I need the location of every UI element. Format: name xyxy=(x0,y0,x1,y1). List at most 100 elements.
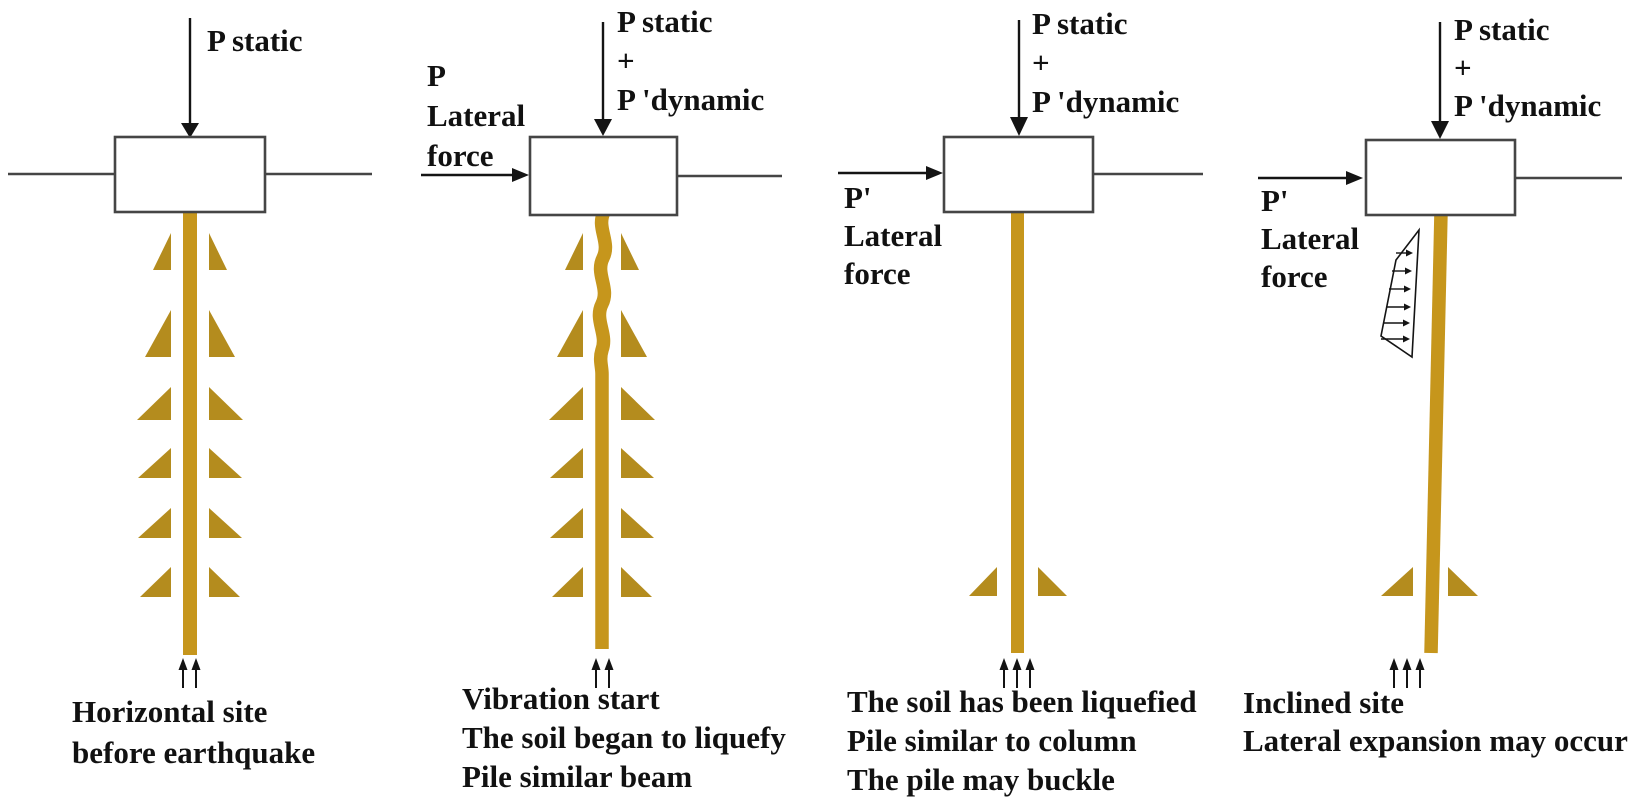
pile-cap xyxy=(113,135,267,214)
axial-load-line: + xyxy=(617,43,635,78)
lateral-force-line: force xyxy=(844,256,911,291)
axial-load-line: P static xyxy=(207,23,303,58)
soil-friction-triangle xyxy=(1381,567,1413,596)
tip-resistance-arrowhead-icon xyxy=(591,658,601,670)
caption-line: Pile similar to column xyxy=(847,723,1137,758)
tip-resistance-arrowhead-icon xyxy=(1012,658,1022,670)
panel-soil-liquefied xyxy=(838,20,1203,688)
soil-friction-triangle xyxy=(621,233,639,270)
soil-friction-triangle xyxy=(565,233,583,270)
soil-friction-triangle xyxy=(550,508,583,538)
soil-friction-triangle xyxy=(138,508,171,538)
caption-line: Horizontal site xyxy=(72,694,268,729)
caption-line: before earthquake xyxy=(72,735,316,770)
soil-friction-triangle xyxy=(145,310,171,357)
lateral-force-line: Lateral xyxy=(1261,221,1360,256)
lateral-force-arrowhead-icon xyxy=(512,168,529,182)
pressure-arrowhead-icon xyxy=(1404,285,1411,293)
soil-friction-triangles-left xyxy=(137,233,171,597)
soil-friction-triangle xyxy=(621,387,655,420)
lateral-force-line: P' xyxy=(844,180,872,215)
soil-friction-triangle xyxy=(550,448,583,478)
caption-line: The pile may buckle xyxy=(847,762,1115,797)
pressure-wedge-outline xyxy=(1380,227,1420,359)
soil-friction-triangle xyxy=(138,448,171,478)
axial-load-line: + xyxy=(1032,45,1050,80)
pile-cap xyxy=(1364,138,1517,217)
lateral-force-line: force xyxy=(427,138,494,173)
axial-load-label: P static + P 'dynamic xyxy=(1032,4,1179,121)
caption-line: The soil began to liquefy xyxy=(462,720,786,755)
tip-resistance-arrowhead-icon xyxy=(1025,658,1035,670)
lateral-force-arrowhead-icon xyxy=(1346,171,1363,185)
soil-friction-triangle xyxy=(209,310,235,357)
lateral-force-label: P' Lateral force xyxy=(1261,182,1359,296)
axial-load-label: P static + P 'dynamic xyxy=(617,2,764,119)
soil-friction-triangle xyxy=(969,567,997,596)
panel-inclined-site xyxy=(1258,22,1622,688)
lateral-force-arrowhead-icon xyxy=(926,166,943,180)
soil-friction-triangle xyxy=(209,233,227,270)
tip-resistance-arrowhead-icon xyxy=(1415,658,1425,670)
lateral-force-line: force xyxy=(1261,259,1328,294)
lateral-force-label: P' Lateral force xyxy=(844,179,942,293)
lateral-force-line: P xyxy=(427,58,446,93)
caption-line: Lateral expansion may occur xyxy=(1243,723,1628,758)
soil-friction-triangle xyxy=(137,387,171,420)
soil-friction-triangle xyxy=(140,567,171,597)
caption-line: Pile similar beam xyxy=(462,759,693,794)
axial-load-label: P static xyxy=(207,21,303,60)
lateral-force-line: Lateral xyxy=(844,218,943,253)
tip-resistance-arrows xyxy=(591,658,614,688)
soil-friction-triangle xyxy=(153,233,171,270)
soil-friction-triangle xyxy=(209,567,240,597)
pressure-arrowhead-icon xyxy=(1406,249,1413,257)
soil-friction-triangle xyxy=(209,387,243,420)
tip-resistance-arrowhead-icon xyxy=(191,658,201,670)
soil-friction-triangle xyxy=(552,567,583,597)
lateral-force-line: P' xyxy=(1261,183,1289,218)
soil-friction-triangles-right xyxy=(621,233,655,597)
pile-cap xyxy=(528,135,679,217)
soil-friction-triangle xyxy=(621,310,647,357)
tip-resistance-arrowhead-icon xyxy=(999,658,1009,670)
tip-resistance-arrows xyxy=(1389,658,1425,688)
soil-friction-triangle xyxy=(1448,567,1478,596)
pressure-arrowhead-icon xyxy=(1404,303,1411,311)
tip-resistance-arrowhead-icon xyxy=(178,658,188,670)
axial-load-line: P 'dynamic xyxy=(1454,88,1602,123)
axial-load-line: P 'dynamic xyxy=(617,82,765,117)
pressure-arrowhead-icon xyxy=(1405,267,1412,275)
panel-before-earthquake xyxy=(8,18,372,688)
axial-load-line: P static xyxy=(1032,6,1128,41)
panel-caption: Vibration start The soil began to liquef… xyxy=(462,679,786,796)
axial-load-arrowhead-icon xyxy=(181,123,199,138)
soil-friction-triangle xyxy=(1038,567,1067,596)
soil-friction-triangle xyxy=(621,448,654,478)
tip-resistance-arrowhead-icon xyxy=(1389,658,1399,670)
tip-resistance-arrows xyxy=(999,658,1035,688)
lateral-force-line: Lateral xyxy=(427,98,526,133)
axial-load-arrowhead-icon xyxy=(1010,117,1028,136)
caption-line: Inclined site xyxy=(1243,685,1405,720)
axial-load-line: + xyxy=(1454,50,1472,85)
axial-load-line: P static xyxy=(617,4,713,39)
lateral-force-label: P Lateral force xyxy=(427,56,525,176)
tip-resistance-arrowhead-icon xyxy=(604,658,614,670)
soil-friction-triangle xyxy=(209,508,242,538)
soil-friction-triangle xyxy=(557,310,583,357)
tip-resistance-arrowhead-icon xyxy=(1402,658,1412,670)
soil-friction-triangle xyxy=(549,387,583,420)
axial-load-arrowhead-icon xyxy=(1431,121,1449,139)
soil-friction-triangle xyxy=(621,508,654,538)
axial-load-line: P 'dynamic xyxy=(1032,84,1180,119)
pile-cap xyxy=(942,135,1095,214)
axial-load-arrowhead-icon xyxy=(594,119,612,136)
axial-load-line: P static xyxy=(1454,12,1550,47)
panel-caption: Inclined site Lateral expansion may occu… xyxy=(1243,684,1628,760)
soil-friction-triangle xyxy=(621,567,652,597)
soil-friction-triangle xyxy=(209,448,242,478)
pile xyxy=(183,211,197,655)
axial-load-label: P static + P 'dynamic xyxy=(1454,11,1601,125)
